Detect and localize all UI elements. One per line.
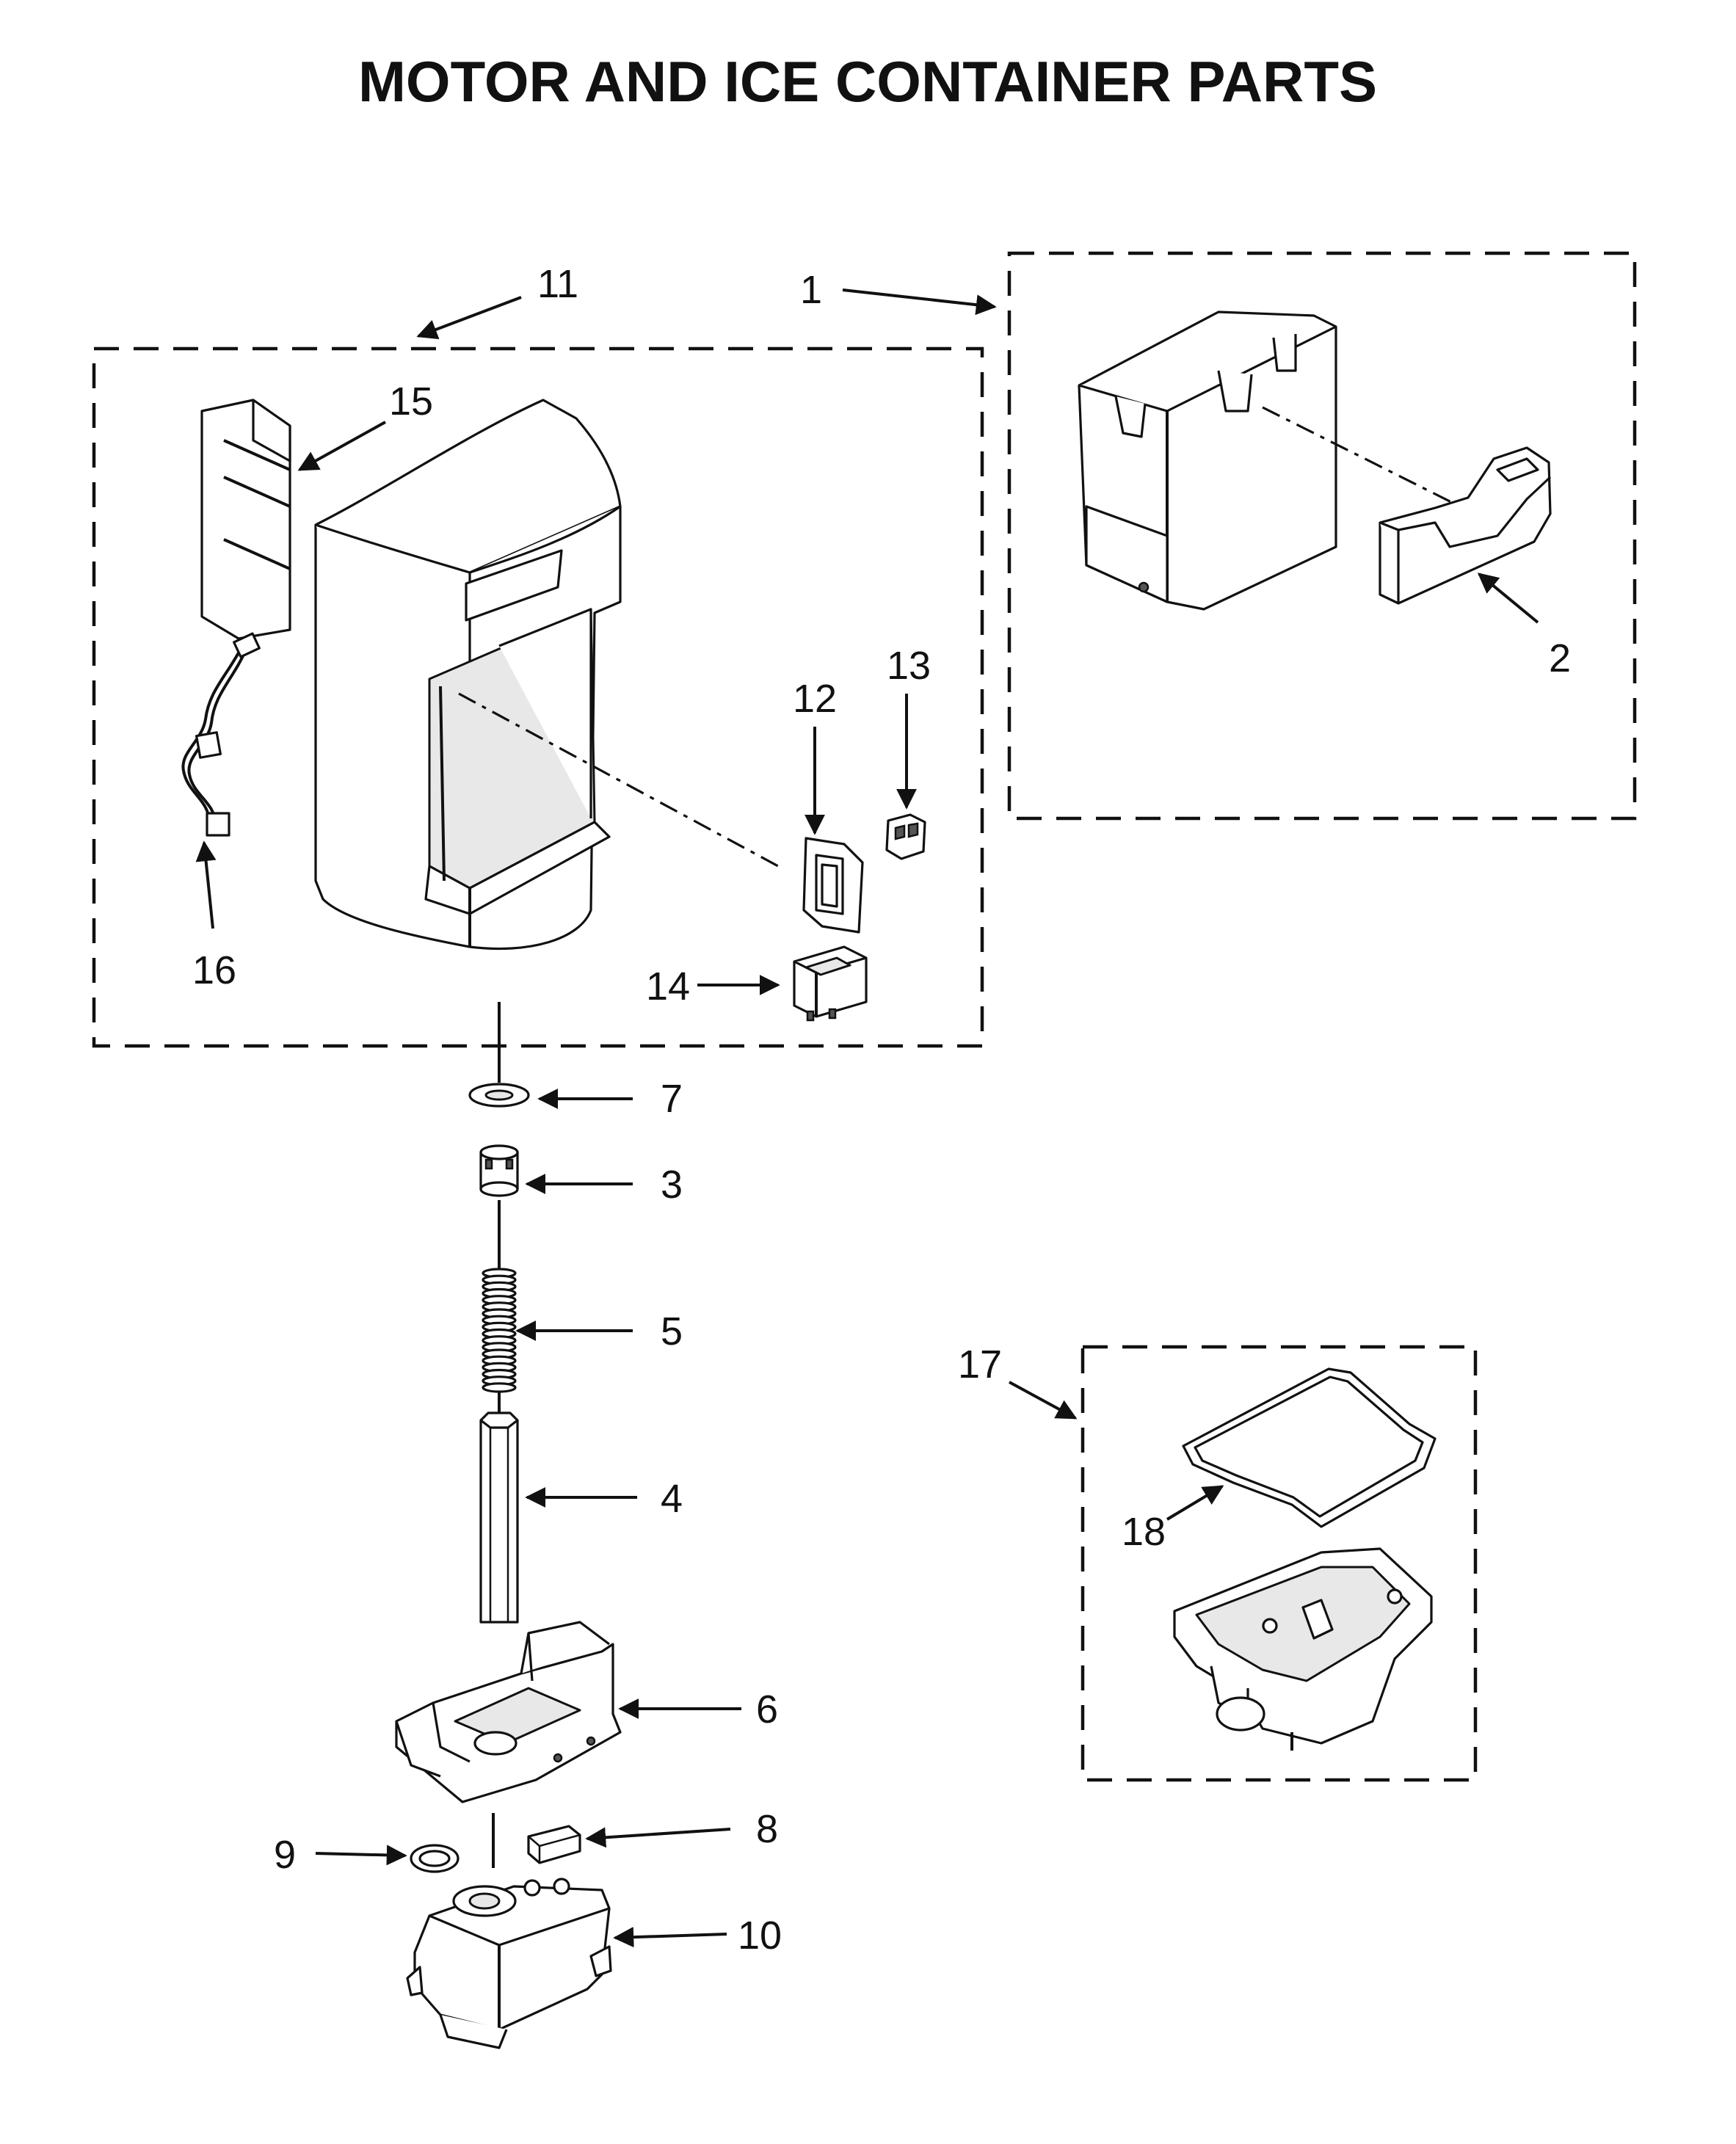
callout-6: 6 [756, 1687, 778, 1731]
part-12-switch-frame [802, 837, 864, 934]
callout-12: 12 [793, 677, 837, 721]
callout-11: 11 [537, 262, 578, 306]
callout-3: 3 [661, 1163, 683, 1207]
assembly-leader-2 [1262, 406, 1458, 506]
part-16-wire-harness [181, 632, 261, 837]
assembly-17-boundary [1081, 1345, 1478, 1782]
page-title: MOTOR AND ICE CONTAINER PARTS [358, 49, 1377, 114]
callout-14: 14 [646, 964, 690, 1009]
arrow-9 [315, 1845, 407, 1866]
callout-9: 9 [274, 1833, 296, 1877]
callout-15: 15 [389, 379, 433, 424]
callout-17: 17 [958, 1342, 1002, 1387]
callout-1: 1 [800, 268, 822, 312]
callout-8: 8 [756, 1807, 778, 1851]
spring-coil [482, 1382, 517, 1393]
callout-4: 4 [661, 1477, 683, 1521]
assembly-11-boundary [92, 346, 984, 1048]
arrow-15 [297, 421, 386, 471]
arrow-16 [195, 840, 217, 929]
part-9-washer [410, 1844, 460, 1873]
arrow-11 [416, 296, 522, 340]
part-13-switch [885, 813, 926, 860]
part-8-pad [527, 1825, 581, 1864]
arrow-8 [585, 1827, 731, 1848]
arrow-1 [842, 288, 997, 316]
part-18-gasket [1182, 1367, 1437, 1528]
part-11-housing [314, 399, 622, 951]
callout-7: 7 [661, 1077, 683, 1121]
arrow-10 [613, 1927, 727, 1948]
callout-13: 13 [887, 644, 931, 688]
part-1-ice-bin [1078, 310, 1337, 611]
callout-10: 10 [738, 1914, 782, 1958]
part-5-spring [482, 1268, 517, 1393]
part-4-hex-tube [479, 1411, 519, 1624]
part-3-coupler [479, 1144, 519, 1197]
callout-18: 18 [1122, 1510, 1166, 1554]
part-14-solenoid [793, 945, 868, 1022]
arrow-17 [1009, 1381, 1078, 1420]
assembly-leader-12 [458, 692, 779, 868]
part-10-motor [406, 1878, 612, 2049]
part-6-motor-bracket [395, 1621, 622, 1803]
arrow-2 [1477, 573, 1539, 624]
arrow-18 [1166, 1485, 1224, 1521]
callout-16: 16 [192, 948, 236, 992]
callout-2: 2 [1549, 636, 1571, 680]
callout-5: 5 [661, 1309, 683, 1353]
part-15-cover [200, 399, 291, 640]
part-17-container [1173, 1547, 1433, 1751]
part-2-bin-front [1379, 446, 1552, 605]
part-7-washer [468, 1083, 530, 1108]
